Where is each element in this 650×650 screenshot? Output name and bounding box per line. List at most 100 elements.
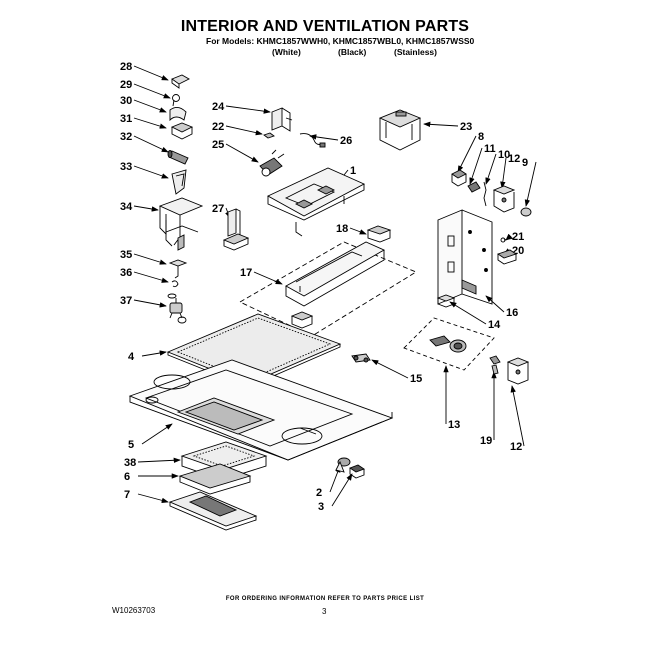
part-36-hook — [171, 280, 179, 288]
callout-leader-17 — [253, 271, 283, 285]
part-9-knob — [520, 207, 532, 217]
callout-label-31: 31 — [120, 113, 132, 125]
callout-leader-12 — [510, 385, 525, 447]
part-3-socket — [349, 464, 365, 479]
callout-label-12: 12 — [508, 153, 520, 165]
part-23-transformer — [378, 109, 422, 151]
part-18-block — [366, 225, 392, 243]
callout-label-13: 13 — [448, 419, 460, 431]
part-31-block — [170, 122, 194, 140]
callout-label-23: 23 — [460, 121, 472, 133]
variant-stainless: (Stainless) — [394, 47, 437, 57]
callout-leader-15 — [371, 359, 409, 379]
callout-leader-26 — [309, 134, 339, 141]
callout-leader-16 — [485, 295, 505, 313]
callout-label-32: 32 — [120, 131, 132, 143]
callout-label-27: 27 — [212, 203, 224, 215]
callout-label-3: 3 — [318, 501, 324, 513]
part-30-bracket — [169, 107, 187, 122]
callout-leader-18 — [349, 227, 367, 235]
callout-leader-24 — [225, 105, 271, 114]
callout-label-10: 10 — [498, 149, 510, 161]
part-35-clip — [168, 259, 188, 279]
callout-leader-4 — [141, 350, 167, 357]
callout-label-24: 24 — [212, 101, 225, 113]
part-24-bracket — [271, 107, 293, 132]
page-title: INTERIOR AND VENTILATION PARTS — [180, 18, 470, 35]
part-20-switch — [496, 249, 518, 265]
callout-leader-12 — [500, 157, 507, 189]
callout-label-33: 33 — [120, 161, 132, 173]
part-33-duct — [171, 169, 187, 195]
callout-leader-35 — [133, 253, 167, 265]
callout-label-35: 35 — [120, 249, 132, 261]
callout-label-4: 4 — [128, 351, 135, 363]
callout-leader-14 — [449, 301, 487, 325]
part-28-clip — [171, 74, 190, 89]
callout-label-37: 37 — [120, 295, 132, 307]
callout-label-8: 8 — [478, 131, 484, 143]
part-16-bracket — [437, 209, 493, 305]
callout-label-29: 29 — [120, 79, 132, 91]
callout-label-5: 5 — [128, 439, 134, 451]
part-13-motor-plate — [403, 317, 495, 371]
part-11-switch — [467, 181, 481, 193]
part-25-socket — [259, 149, 285, 177]
part-14-block — [436, 294, 456, 308]
callout-label-30: 30 — [120, 95, 132, 107]
callout-leader-8 — [457, 135, 477, 173]
callout-leader-32 — [133, 135, 169, 153]
page-number: 3 — [322, 607, 327, 616]
callout-label-9: 9 — [522, 157, 528, 169]
callout-leader-38 — [137, 457, 181, 463]
callout-label-17: 17 — [240, 267, 252, 279]
callout-label-7: 7 — [124, 489, 130, 501]
callout-label-6: 6 — [124, 471, 130, 483]
callout-leader-25 — [225, 143, 259, 163]
part-22-clip — [263, 132, 275, 139]
callout-label-11: 11 — [484, 143, 496, 155]
callout-leader-11 — [469, 147, 483, 185]
part-8-switch — [451, 169, 467, 187]
part-34-damper — [158, 197, 204, 251]
callout-label-14: 14 — [488, 319, 501, 331]
callout-leader-33 — [133, 165, 169, 179]
part-27-stand — [222, 208, 250, 251]
part-21-screw — [500, 237, 515, 243]
callout-label-28: 28 — [120, 61, 132, 73]
part-19-switch — [489, 355, 501, 375]
callout-label-21: 21 — [512, 231, 524, 243]
callout-label-1: 1 — [350, 165, 356, 177]
callout-leader-10 — [485, 153, 497, 185]
callout-leader-34 — [133, 205, 159, 212]
part-15-connector — [351, 353, 371, 363]
part-26-wire — [299, 133, 326, 148]
callout-label-15: 15 — [410, 373, 422, 385]
callout-leader-3 — [331, 473, 353, 507]
part-38-lens — [180, 441, 268, 481]
part-37-thermal — [167, 293, 187, 324]
callout-label-25: 25 — [212, 139, 224, 151]
callout-leader-22 — [225, 125, 263, 136]
variant-white: (White) — [272, 47, 301, 57]
variant-black: (Black) — [338, 47, 367, 57]
ordering-note: FOR ORDERING INFORMATION REFER TO PARTS … — [225, 596, 425, 602]
callout-leader-36 — [133, 271, 169, 283]
callout-leader-9 — [524, 161, 537, 207]
part-6-lens-holder — [178, 463, 252, 495]
callout-label-36: 36 — [120, 267, 132, 279]
document-number: W10263703 — [112, 606, 156, 615]
callout-label-18: 18 — [336, 223, 348, 235]
callout-leader-37 — [133, 299, 167, 308]
part-10-spring — [483, 181, 487, 207]
part-1-plate — [267, 167, 366, 237]
callout-label-19: 19 — [480, 435, 492, 447]
callout-label-26: 26 — [340, 135, 352, 147]
callout-label-34: 34 — [120, 201, 133, 213]
part-2-bulb — [335, 457, 351, 473]
part-7-vent — [168, 491, 258, 531]
part-12-actuator — [492, 185, 516, 213]
callout-label-20: 20 — [512, 245, 524, 257]
callout-label-16: 16 — [506, 307, 518, 319]
part-29-screw — [172, 94, 180, 107]
